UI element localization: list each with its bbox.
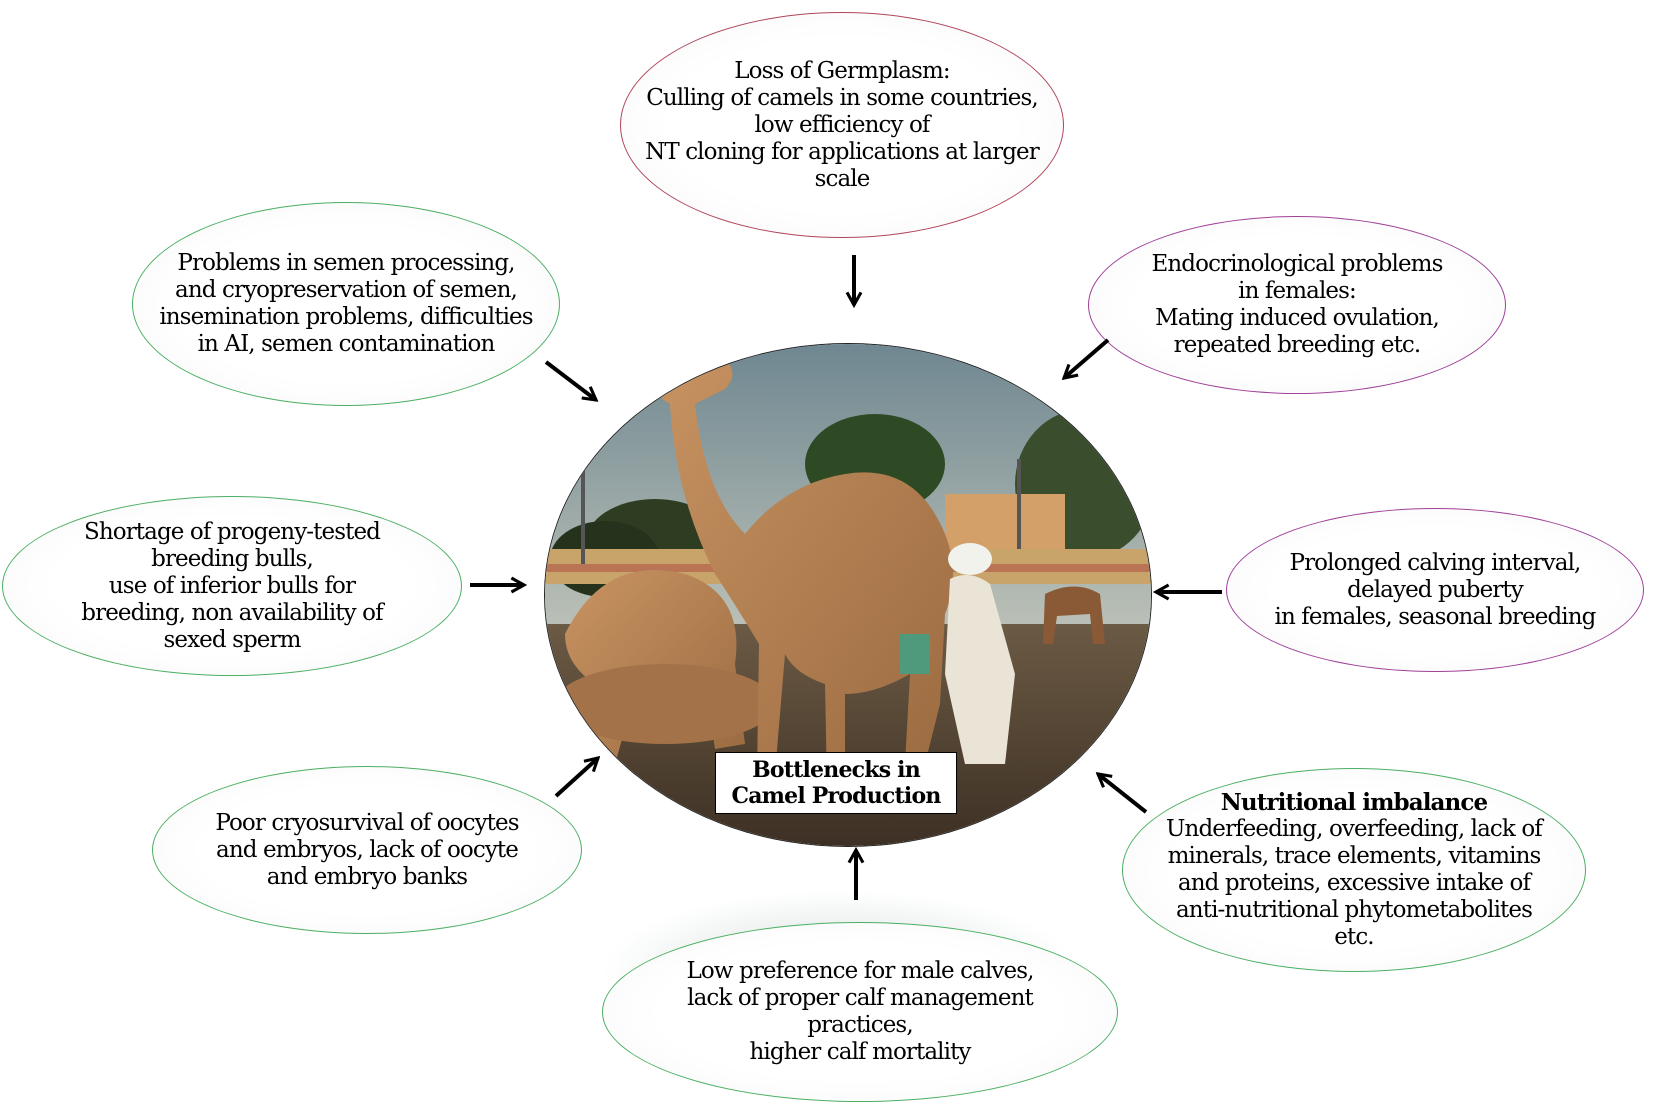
node-text-line: Culling of camels in some countries,	[646, 84, 1039, 111]
node-text-line: Prolonged calving interval,	[1289, 549, 1582, 576]
node-text-line: minerals, trace elements, vitamins	[1167, 843, 1542, 869]
node-semen-processing: Problems in semen processing, and cryopr…	[132, 202, 560, 406]
node-text-line: in females:	[1238, 278, 1357, 304]
node-prolonged-calving-interval: Prolonged calving interval, delayed pube…	[1226, 508, 1644, 672]
lamp-post	[1017, 459, 1021, 549]
milk-bucket	[900, 634, 930, 674]
node-shortage-of-bulls: Shortage of progeny-tested breeding bull…	[2, 496, 462, 676]
standing-camel	[645, 350, 953, 784]
node-text-line: sexed sperm	[163, 626, 301, 653]
node-heading: Nutritional imbalance	[1220, 789, 1488, 816]
node-text-line: Poor cryosurvival of oocytes	[215, 809, 519, 836]
node-text-line: in AI, semen contamination	[197, 331, 496, 357]
node-text-line: and proteins, excessive intake of	[1177, 870, 1531, 896]
node-text-line: insemination problems, difficulties	[159, 304, 533, 330]
node-text-line: repeated breeding etc.	[1173, 332, 1422, 358]
node-text-line: breeding, non availability of	[81, 599, 383, 626]
lamp-post	[581, 454, 585, 564]
node-text-line: and embryo banks	[266, 863, 468, 890]
node-text-line: etc.	[1334, 924, 1374, 950]
distant-camel	[1043, 586, 1105, 644]
node-text-line: Low preference for male calves,	[686, 958, 1034, 984]
arrow-bottom-left	[554, 758, 598, 798]
node-text-line: NT cloning for applications at larger	[645, 138, 1040, 165]
node-text-line: lack of proper calf management	[687, 985, 1034, 1011]
node-text-line: practices,	[807, 1012, 913, 1038]
node-loss-of-germplasm: Loss of Germplasm: Culling of camels in …	[620, 12, 1064, 238]
center-title-line: Bottlenecks in	[752, 757, 921, 783]
node-nutritional-imbalance: Nutritional imbalance Underfeeding, over…	[1122, 768, 1586, 972]
herdsman	[945, 575, 1015, 764]
node-text-line: Loss of Germplasm:	[734, 57, 950, 84]
turban	[948, 543, 992, 575]
arrow-top-left	[544, 360, 596, 400]
node-text-line: low efficiency of	[754, 111, 930, 138]
center-title-line: Camel Production	[731, 783, 941, 809]
node-text-line: use of inferior bulls for	[108, 572, 356, 599]
node-text-line: breeding bulls,	[151, 545, 314, 572]
node-text-line: Endocrinological problems	[1151, 251, 1444, 277]
arrow-top-right	[1064, 338, 1110, 378]
arrow-bottom-right	[1098, 774, 1148, 814]
center-title-box: Bottlenecks in Camel Production	[715, 752, 957, 814]
node-calf-management: Low preference for male calves, lack of …	[602, 922, 1118, 1102]
node-text-line: scale	[814, 165, 871, 192]
node-text-line: and embryos, lack of oocyte	[216, 836, 519, 863]
node-poor-cryosurvival: Poor cryosurvival of oocytes and embryos…	[152, 766, 582, 934]
node-text-line: Problems in semen processing,	[177, 250, 515, 276]
node-text-line: and cryopreservation of semen,	[175, 277, 518, 303]
node-endocrinological-problems: Endocrinological problems in females: Ma…	[1088, 216, 1506, 394]
node-text-line: in females, seasonal breeding	[1274, 603, 1597, 630]
node-text-line: anti-nutritional phytometabolites	[1176, 897, 1533, 923]
node-text-line: Shortage of progeny-tested	[84, 518, 381, 545]
node-text-line: higher calf mortality	[749, 1039, 971, 1065]
node-text-line: delayed puberty	[1347, 576, 1524, 603]
node-text-line: Mating induced ovulation,	[1155, 305, 1440, 331]
node-text-line: Underfeeding, overfeeding, lack of	[1166, 816, 1543, 842]
resting-camel	[555, 664, 775, 744]
